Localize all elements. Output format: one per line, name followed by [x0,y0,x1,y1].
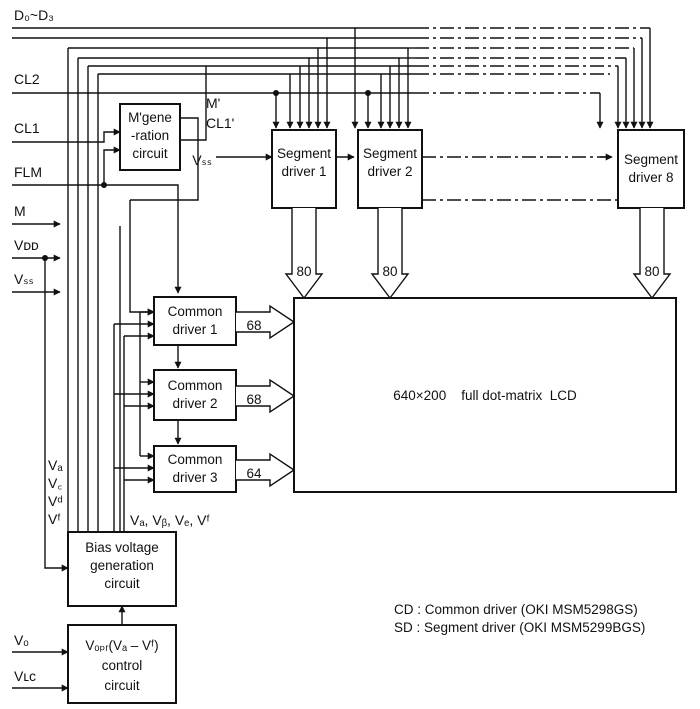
bias-line2: generation [90,558,154,573]
common-driver-3: Common driver 3 [153,445,237,493]
control-input-lines [12,605,126,692]
bias-out-va: Vₐ [48,457,63,473]
sd1-bus-width: 80 [296,264,311,279]
bias-out-vf: Vᶠ [48,511,61,527]
cd2-line1: Common [168,378,223,393]
cd3-line2: driver 3 [172,470,217,485]
signal-data-label: D₀~D₃ [14,7,54,23]
control-circuit-box [67,624,177,704]
sd2-line1: Segment [363,146,417,161]
signal-vo-label: Vₒ [14,632,29,648]
sd8-line2: driver 8 [628,170,673,185]
signal-cl2-label: CL2 [14,71,40,87]
signal-vss-label: Vₛₛ [14,271,34,287]
sd2-line2: driver 2 [367,164,412,179]
mgen-label-1: M'gene [128,110,172,125]
cl2-lines [12,90,604,129]
sd2-bus-width: 80 [382,264,397,279]
bias-out-vd: Vᵈ [48,493,63,509]
common-driver-2: Common driver 2 [153,369,237,421]
signal-vdd-label: Vᴅᴅ [14,237,39,253]
cd3-line1: Common [168,452,223,467]
cd1-line2: driver 1 [172,322,217,337]
signal-cl1-label: CL1 [14,120,40,136]
common-driver-wiring [113,308,182,532]
bias-out-vc: V꜀ [48,475,62,491]
m-generation-box [119,103,181,171]
cd2-line2: driver 2 [172,396,217,411]
cd1-line1: Common [168,304,223,319]
cd2-bus-width: 68 [246,392,261,407]
mgen-label-2: -ration [131,128,169,143]
segment-driver-2: Segment driver 2 [357,129,423,209]
bus-to-common-drivers [67,48,300,532]
bias-out-common: Vₐ, Vᵦ, Vₑ, Vᶠ [130,512,210,528]
segment-driver-8: Segment driver 8 [617,129,685,209]
sd1-line1: Segment [277,146,331,161]
data-bus-lines [12,27,654,129]
bias-voltage-box [67,531,177,607]
segment-driver-1: Segment driver 1 [271,129,337,209]
legend-sd: SD : Segment driver (OKI MSM5299BGS) [394,620,645,635]
vss-seg-label: Vₛₛ [192,152,212,168]
cl1-flm-lines [12,66,207,532]
sd8-line1: Segment [624,152,678,167]
mgen-out-cl1: CL1' [206,115,234,131]
control-line3: circuit [104,678,140,693]
mgen-label-3: circuit [132,146,168,161]
mgen-out-m: M' [206,95,220,111]
legend-cd: CD : Common driver (OKI MSM5298GS) [394,602,638,617]
signal-vlc-label: Vʟᴄ [14,668,36,684]
control-line1: Vₒₚᵣ(Vₐ – Vᶠ) [85,638,158,653]
sd1-line2: driver 1 [281,164,326,179]
signal-m-label: M [14,203,26,219]
power-lines [12,153,273,572]
sd8-bus-width: 80 [644,264,659,279]
control-line2: control [102,658,143,673]
signal-flm-label: FLM [14,164,42,180]
cd1-bus-width: 68 [246,318,261,333]
bias-line1: Bias voltage [85,540,159,555]
cd3-bus-width: 64 [246,466,262,481]
common-bus-arrows: 68 68 64 [236,304,296,488]
lcd-panel [293,297,677,493]
common-driver-1: Common driver 1 [153,296,237,346]
segment-bus-arrows: 80 80 80 [284,208,672,300]
lcd-label: 640×200 full dot-matrix LCD [393,388,577,403]
bias-line3: circuit [104,576,140,591]
